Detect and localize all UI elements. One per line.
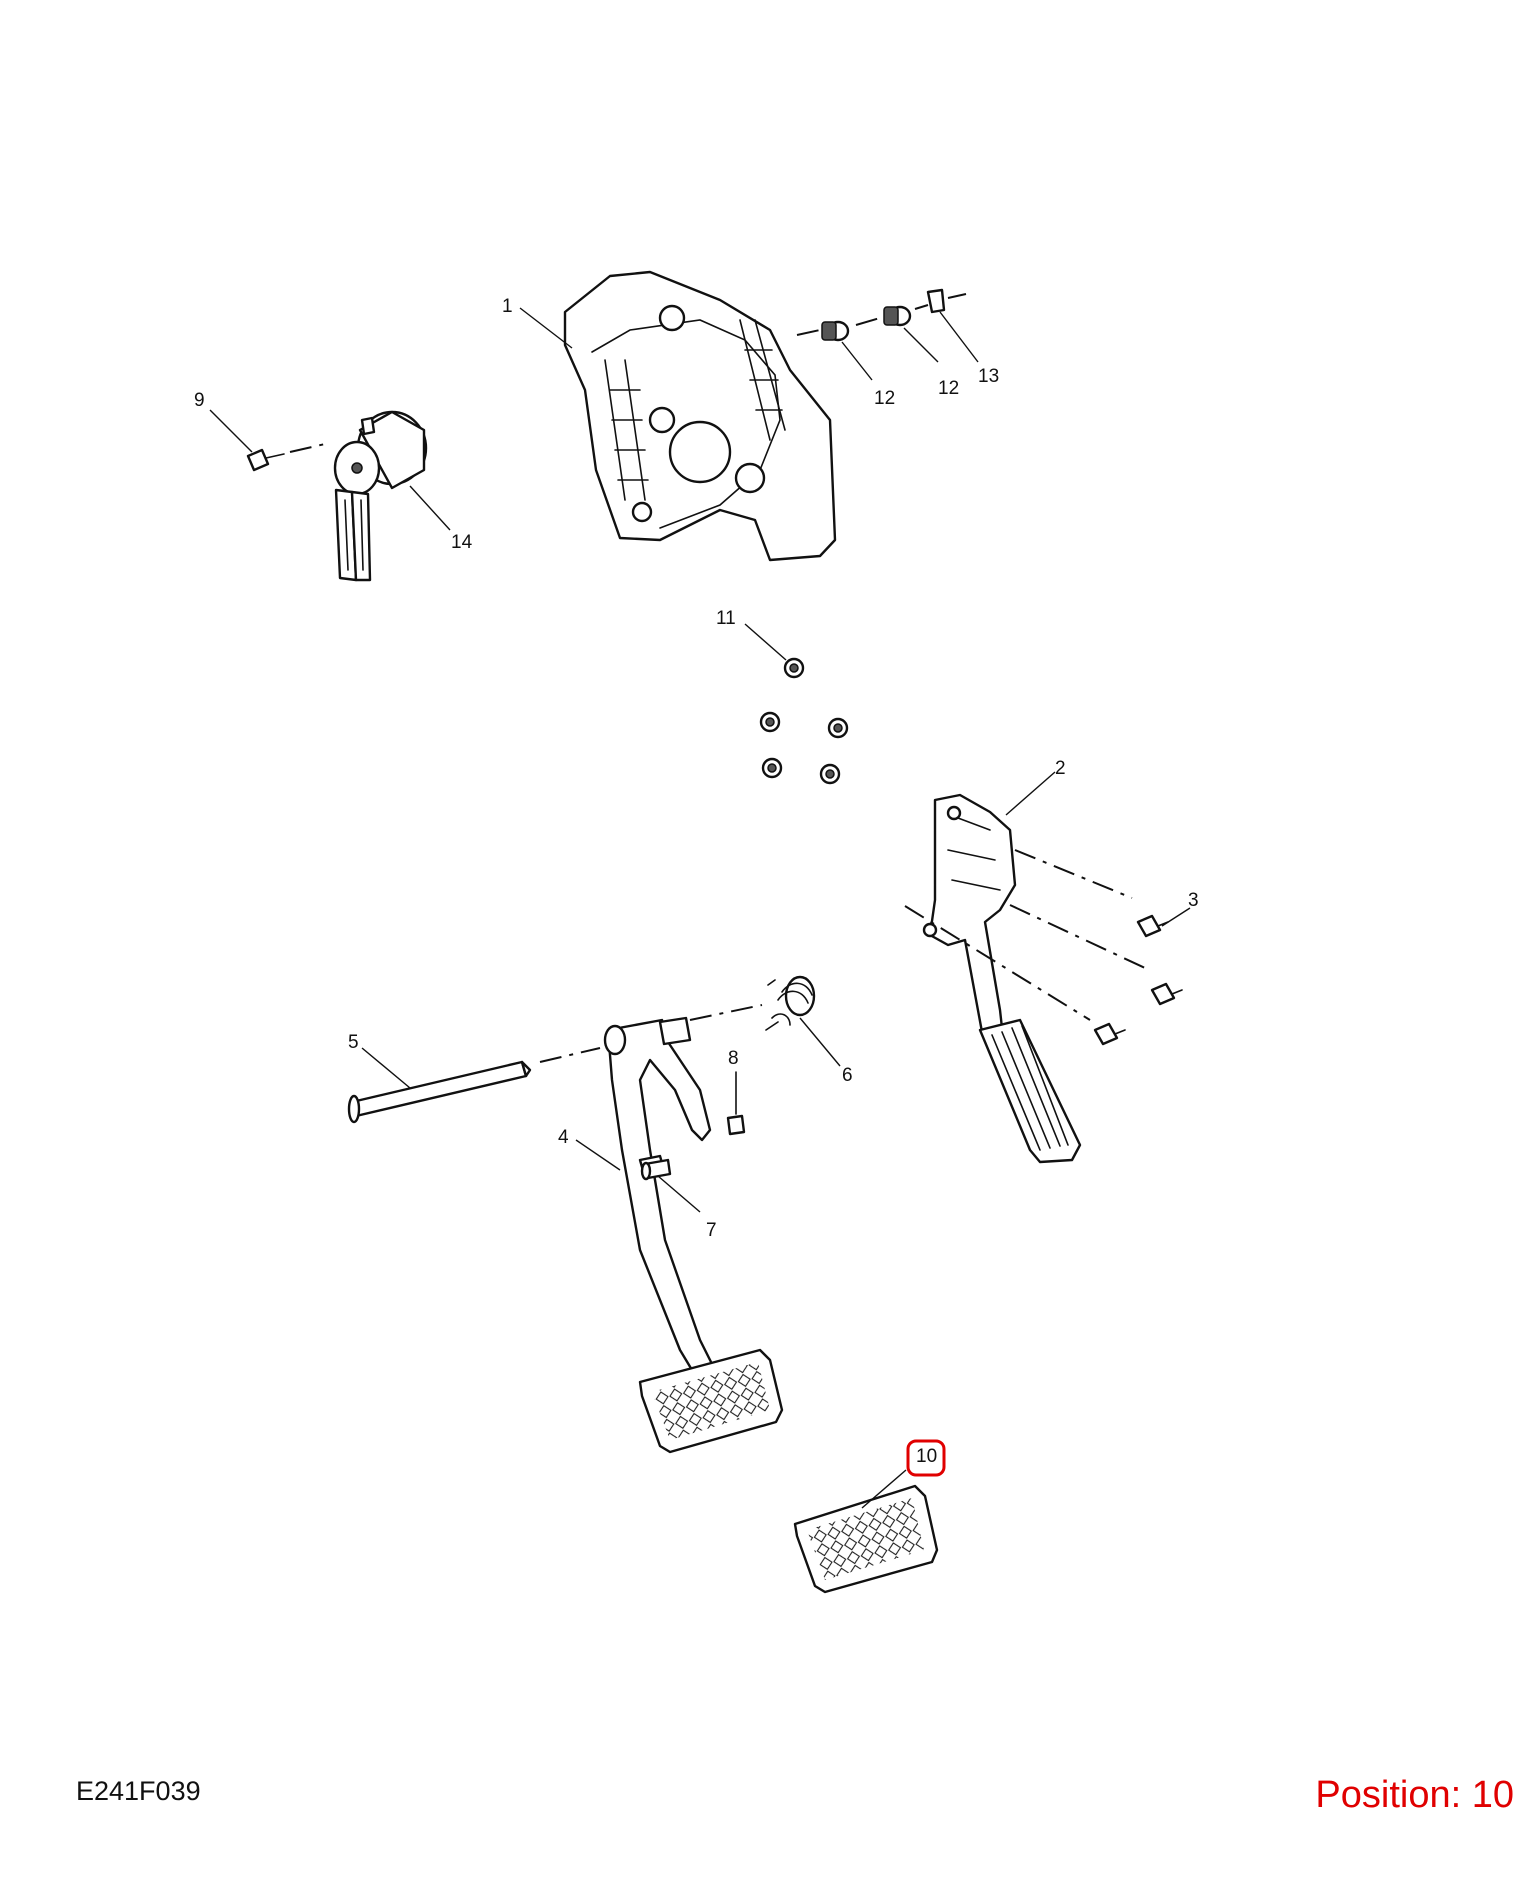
leader-10 [861,1469,907,1509]
callout-5[interactable]: 5 [348,1032,359,1053]
part-12-bushing-b[interactable] [855,305,912,327]
part-3-bolts[interactable] [1093,914,1183,1046]
leader-2 [1005,771,1056,816]
leader-9 [209,409,253,453]
callout-3[interactable]: 3 [1188,890,1199,911]
brake-pedal-pad[interactable] [638,1348,784,1454]
leader-14 [409,485,451,531]
callout-12b[interactable]: 12 [938,378,959,399]
part-2-accelerator-pedal[interactable] [922,793,1082,1164]
part-1-pedal-box[interactable] [563,270,837,562]
position-label: Position: 10 [1315,1774,1514,1816]
callout-1[interactable]: 1 [502,296,513,317]
part-9-screw[interactable] [246,443,326,472]
part-13-clip[interactable] [914,288,967,314]
leader-4 [575,1139,621,1171]
callout-6[interactable]: 6 [842,1065,853,1086]
leader-12a [841,341,873,381]
part-11-nuts[interactable] [759,657,849,785]
leader-1 [519,307,573,349]
part-4-brake-pedal[interactable] [603,1016,717,1377]
part-14-brake-switch[interactable] [333,410,428,582]
callout-12a[interactable]: 12 [874,388,895,409]
leader-7 [657,1175,701,1213]
part-12-bushing-a[interactable] [796,320,850,342]
callout-13[interactable]: 13 [978,366,999,387]
leader-3 [1161,907,1191,927]
leader-6 [799,1017,841,1067]
callout-14[interactable]: 14 [451,532,473,553]
callout-2[interactable]: 2 [1055,758,1066,779]
diagram-code: E241F039 [76,1776,201,1806]
callout-7[interactable]: 7 [706,1220,717,1241]
callout-4[interactable]: 4 [558,1127,569,1148]
leader-13 [939,311,979,363]
leader-5 [361,1047,411,1089]
part-7-pin[interactable] [640,1158,672,1181]
callout-10[interactable]: 10 [916,1446,937,1467]
part-5-pivot-pin[interactable] [347,1047,601,1124]
callout-11[interactable]: 11 [716,608,736,629]
part-8-nut[interactable] [726,1071,746,1136]
leader-12b [903,327,939,363]
selected-callout-highlight [906,1439,946,1477]
callout-8[interactable]: 8 [728,1048,739,1069]
leader-11 [744,623,787,661]
callout-9[interactable]: 9 [194,390,205,411]
part-10-pedal-pad[interactable] [793,1484,939,1594]
part-6-spring[interactable] [689,975,816,1031]
